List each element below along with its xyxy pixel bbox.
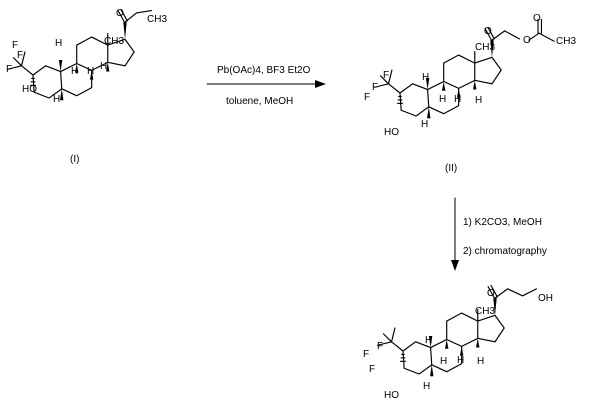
compound-II-ho: HO — [384, 127, 399, 138]
reaction-arrow-1 — [206, 80, 326, 88]
compound-I-h1: H — [55, 38, 62, 49]
step2-line2: 2) chromatography — [463, 246, 547, 257]
compound-III-f1: F — [377, 341, 383, 352]
compound-I-label: (I) — [70, 154, 79, 165]
compound-II-h4: H — [475, 95, 482, 106]
compound-III-h3: H — [457, 355, 464, 366]
compound-II-ester-o: O — [523, 35, 531, 46]
compound-I — [7, 8, 153, 101]
compound-I-h2: H — [71, 66, 78, 77]
reaction-arrow-2 — [451, 197, 459, 271]
compound-I-ho: HO — [22, 84, 37, 95]
compound-I-h5: H — [53, 94, 60, 105]
compound-III-oh: OH — [538, 293, 553, 304]
compound-II-h5: H — [421, 119, 428, 130]
compound-I-me: CH3 — [104, 36, 124, 47]
compound-I-methyl: CH3 — [147, 14, 167, 25]
compound-II-h2: H — [439, 94, 446, 105]
compound-I-f2: F — [6, 64, 12, 75]
compound-II-label: (II) — [445, 163, 457, 174]
compound-III-ho: HO — [384, 390, 399, 401]
compound-III-f3: F — [369, 364, 375, 375]
compound-II-keto-o: O — [484, 26, 492, 37]
compound-II-f3: F — [364, 92, 370, 103]
compound-III-f2: F — [363, 349, 369, 360]
compound-I-o: O — [116, 8, 124, 19]
step2-line1: 1) K2CO3, MeOH — [463, 217, 542, 228]
compound-II-acetyl-o: O — [533, 13, 541, 24]
compound-II-f1: F — [383, 70, 389, 81]
compound-III-h4: H — [477, 356, 484, 367]
compound-III-keto-o: O — [487, 288, 495, 299]
compound-I-f3: F — [12, 40, 18, 51]
compound-II — [374, 18, 555, 119]
compound-III-me: CH3 — [475, 306, 495, 317]
step1-reagents: Pb(OAc)4, BF3 Et2O — [217, 65, 311, 76]
compound-III-h2: H — [440, 356, 447, 367]
compound-III-h5: H — [423, 381, 430, 392]
compound-I-f1: F — [17, 50, 23, 61]
compound-II-f2: F — [372, 82, 378, 93]
compound-II-h1: H — [422, 72, 429, 83]
compound-III-h1: H — [425, 335, 432, 346]
step1-solvents: toluene, MeOH — [226, 96, 293, 107]
compound-II-h3: H — [454, 94, 461, 105]
compound-I-h3: H — [87, 66, 94, 77]
compound-I-h4: H — [100, 61, 107, 72]
compound-II-methyl: CH3 — [556, 36, 576, 47]
compound-II-me: CH3 — [475, 42, 495, 53]
compound-III — [377, 284, 537, 377]
